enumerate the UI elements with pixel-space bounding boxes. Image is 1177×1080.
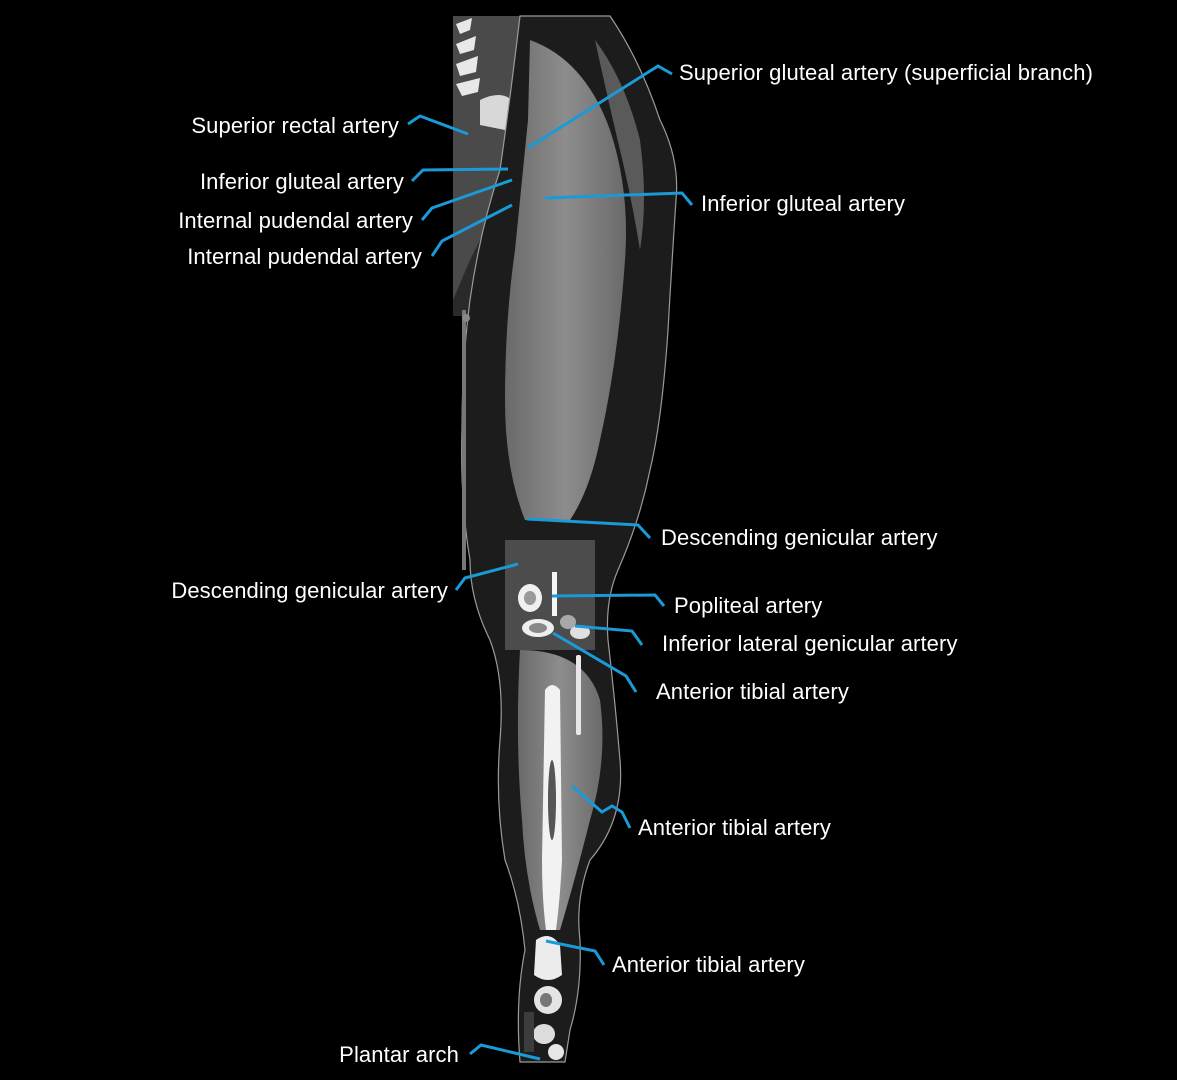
leader-line-anterior-tibial-2	[571, 784, 632, 829]
leader-line-inferior-lateral-genicular	[574, 624, 644, 646]
leader-line-internal-pudendal-1	[420, 178, 513, 221]
leader-line-descending-genicular-left	[454, 562, 519, 591]
label-internal-pudendal-1: Internal pudendal artery	[178, 208, 413, 233]
catheter-line	[462, 310, 466, 570]
leader-line-superior-gluteal-superficial	[527, 64, 673, 150]
foot-bones	[524, 936, 564, 1060]
leader-line-anterior-tibial-3	[545, 939, 606, 966]
label-anterior-tibial-2: Anterior tibial artery	[638, 815, 831, 840]
label-popliteal: Popliteal artery	[674, 593, 823, 618]
label-inferior-gluteal-left: Inferior gluteal artery	[199, 169, 404, 194]
thigh-muscles	[505, 40, 626, 520]
label-internal-pudendal-2: Internal pudendal artery	[187, 244, 422, 269]
label-inferior-lateral-genicular: Inferior lateral genicular artery	[662, 631, 958, 656]
label-anterior-tibial-3: Anterior tibial artery	[612, 952, 805, 977]
label-inferior-gluteal-right: Inferior gluteal artery	[701, 191, 906, 216]
leader-line-plantar-arch	[469, 1043, 541, 1061]
leader-lines	[407, 64, 694, 1061]
knee-region	[505, 540, 595, 650]
leader-line-inferior-gluteal-left	[410, 167, 509, 183]
label-superior-rectal: Superior rectal artery	[191, 113, 399, 138]
leader-line-superior-rectal	[407, 114, 469, 136]
leader-line-descending-genicular-right	[526, 517, 652, 540]
leader-line-inferior-gluteal-right	[544, 191, 694, 206]
leader-line-popliteal	[551, 593, 666, 607]
label-plantar-arch: Plantar arch	[339, 1042, 459, 1067]
leader-line-internal-pudendal-2	[430, 203, 513, 257]
tibia-fibula	[542, 655, 581, 930]
label-superior-gluteal-superficial: Superior gluteal artery (superficial bra…	[679, 60, 1094, 85]
label-descending-genicular-right: Descending genicular artery	[661, 525, 938, 550]
label-descending-genicular-left: Descending genicular artery	[171, 578, 448, 603]
leader-line-anterior-tibial-1	[552, 631, 638, 693]
label-anterior-tibial-1: Anterior tibial artery	[656, 679, 849, 704]
